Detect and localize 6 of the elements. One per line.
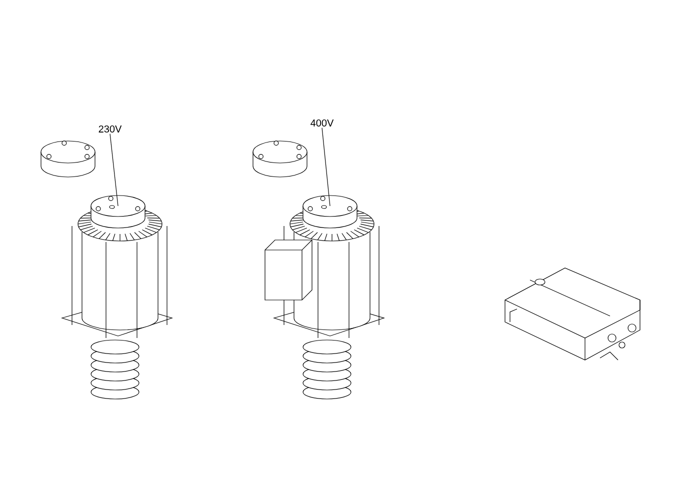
leader-line bbox=[322, 128, 330, 206]
voltage-label: 400V bbox=[310, 119, 334, 127]
leader-line bbox=[110, 134, 118, 206]
motor-cover bbox=[90, 195, 146, 217]
voltage-label: 230V bbox=[98, 125, 122, 133]
motor-cover bbox=[302, 195, 358, 217]
